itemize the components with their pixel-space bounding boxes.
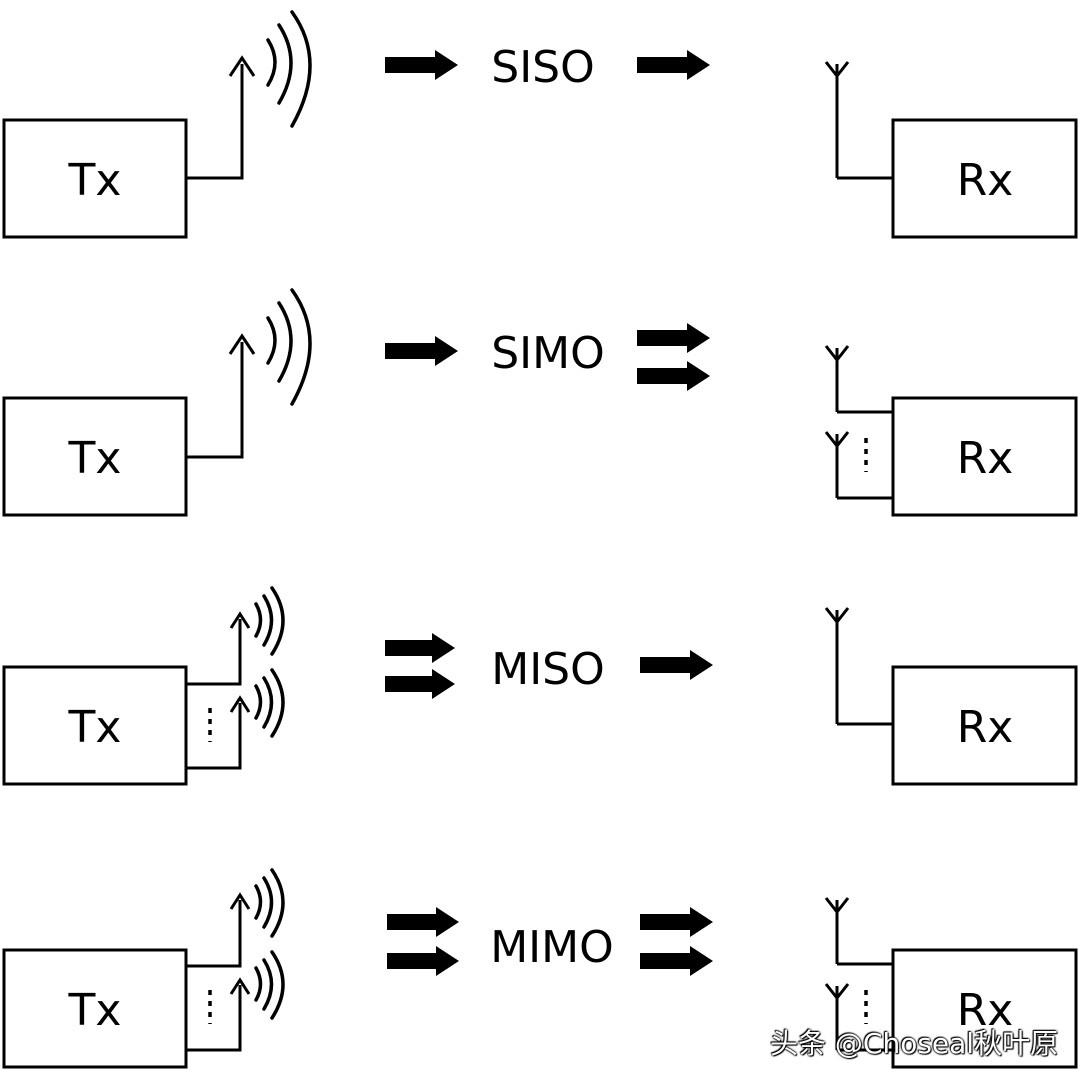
row-simo: Tx SIMO Rx xyxy=(2,288,1078,517)
rx-label: Rx xyxy=(957,433,1014,484)
tx-label: Tx xyxy=(68,985,122,1036)
rx-label: Rx xyxy=(957,985,1014,1036)
arrow-single-left xyxy=(385,336,458,366)
tx-label: Tx xyxy=(68,155,122,206)
signal-waves-icon xyxy=(266,10,312,128)
arrow-double-left xyxy=(385,633,455,699)
mode-label-siso: SISO xyxy=(491,42,594,93)
rx-box xyxy=(891,396,1078,517)
row-mimo: Tx MIMO xyxy=(2,868,1078,1069)
signal-waves-icon xyxy=(266,288,312,406)
row-siso: Tx SISO Rx xyxy=(2,10,1078,239)
mode-label-mimo: MIMO xyxy=(490,922,614,973)
mode-label-miso: MISO xyxy=(491,644,605,695)
tx-box xyxy=(2,396,188,517)
arrow-single-right xyxy=(640,650,713,680)
rx-label: Rx xyxy=(957,155,1014,206)
rx-antenna-array xyxy=(824,897,893,1052)
tx-box xyxy=(2,948,188,1069)
arrow-single-left xyxy=(385,50,458,80)
tx-label: Tx xyxy=(68,702,122,753)
tx-antenna-array xyxy=(186,611,251,770)
rx-box xyxy=(891,118,1078,239)
mode-label-simo: SIMO xyxy=(491,328,605,379)
tx-box xyxy=(2,118,188,239)
rx-box xyxy=(891,948,1078,1069)
signal-waves-icon xyxy=(254,586,285,738)
arrow-double-right xyxy=(640,907,713,976)
tx-label: Tx xyxy=(68,433,122,484)
watermark: 头条 @Choseal秋叶原 xyxy=(770,1027,1059,1060)
arrow-single-right xyxy=(637,50,710,80)
signal-waves-icon xyxy=(254,868,285,1020)
rx-antenna xyxy=(824,61,893,180)
arrow-double-right xyxy=(637,323,710,391)
arrow-double-left xyxy=(387,907,459,976)
row-miso: Tx MISO Rx xyxy=(2,586,1078,786)
rx-label: Rx xyxy=(957,702,1014,753)
rx-antenna xyxy=(824,607,893,726)
rx-box xyxy=(891,665,1078,786)
tx-antenna-array xyxy=(186,892,251,1052)
rx-antenna-array xyxy=(824,345,893,500)
tx-antenna xyxy=(186,333,256,459)
tx-antenna xyxy=(186,55,256,180)
tx-box xyxy=(2,665,188,786)
